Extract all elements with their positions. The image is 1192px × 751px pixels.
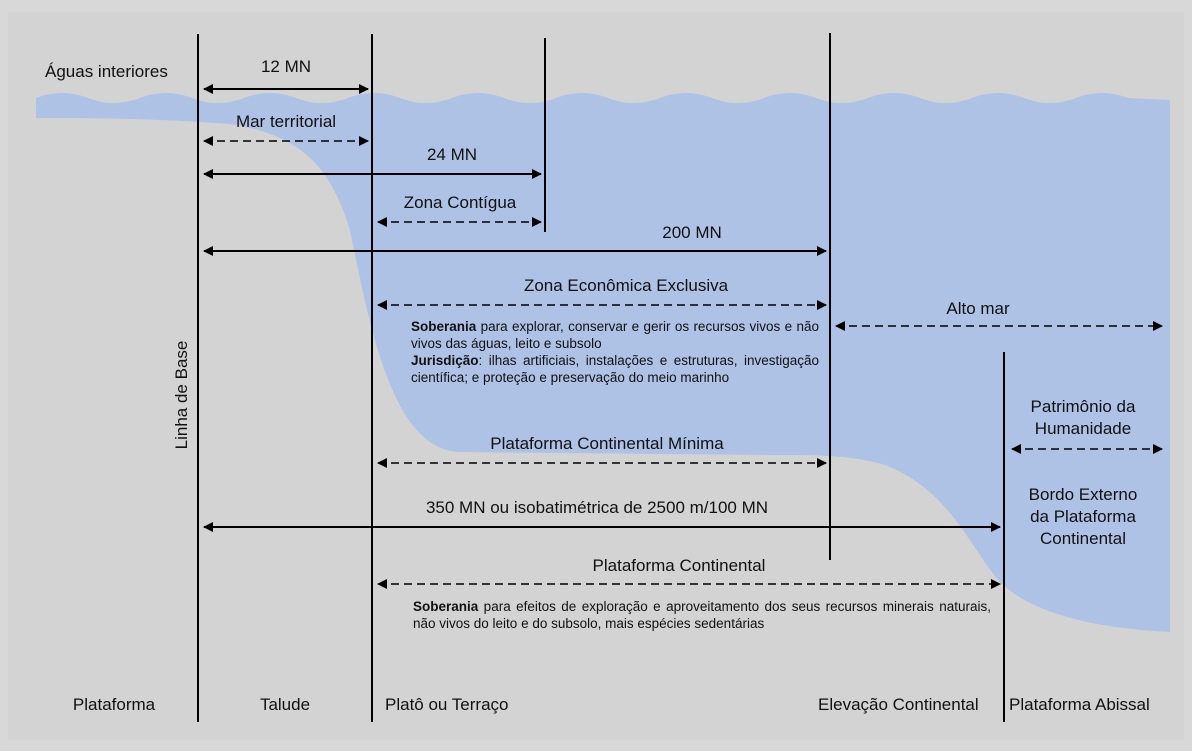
zee-soberania-text: para explorar, conservar e gerir os recu… [411,319,819,351]
label-pc-minima: Plataforma Continental Mínima [490,434,724,453]
label-patrimonio-humanidade: Patrimônio da Humanidade [1031,396,1136,440]
label-350nm: 350 MN ou isobatimétrica de 2500 m/100 M… [425,498,769,517]
label-plataforma-continental: Plataforma Continental [592,556,766,575]
pc-soberania-text: para efeitos de exploração e aproveitame… [413,599,991,631]
label-mar-territorial: Mar territorial [235,112,337,131]
label-alto-mar: Alto mar [946,299,1010,318]
label-zee: Zona Econômica Exclusiva [523,276,729,295]
bottom-label-talude: Talude [259,695,311,714]
bordo-line2: da Plataforma [1030,507,1136,526]
patrimonio-line1: Patrimônio da [1030,397,1136,416]
bottom-label-elevacao: Elevação Continental [818,695,979,714]
label-aguas-interiores: Águas interiores [45,62,168,81]
label-200nm: 200 MN [662,223,722,242]
label-linha-de-base: Linha de Base [172,340,191,450]
zee-jurisdicao-text: : ilhas artificiais, instalações e estru… [411,353,819,385]
zee-soberania-term: Soberania [411,319,477,334]
bottom-label-abissal: Plataforma Abissal [1009,695,1150,714]
bottom-label-plato: Platô ou Terraço [385,695,509,714]
patrimonio-line2: Humanidade [1034,419,1132,438]
zee-description: Soberania para explorar, conservar e ger… [411,318,819,386]
pc-soberania-term: Soberania [413,599,479,614]
label-24nm: 24 MN [426,145,478,164]
zee-jurisdicao-term: Jurisdição [411,353,479,368]
bottom-label-plataforma: Plataforma [72,695,156,714]
label-12nm: 12 MN [260,57,312,76]
pc-description: Soberania para efeitos de exploração e a… [413,598,991,632]
bordo-line3: Continental [1039,529,1126,548]
water-body [36,93,1170,632]
label-bordo-externo: Bordo Externo da Plataforma Continental [1029,484,1138,550]
bordo-line1: Bordo Externo [1028,485,1138,504]
label-zona-contigua: Zona Contígua [403,193,517,212]
